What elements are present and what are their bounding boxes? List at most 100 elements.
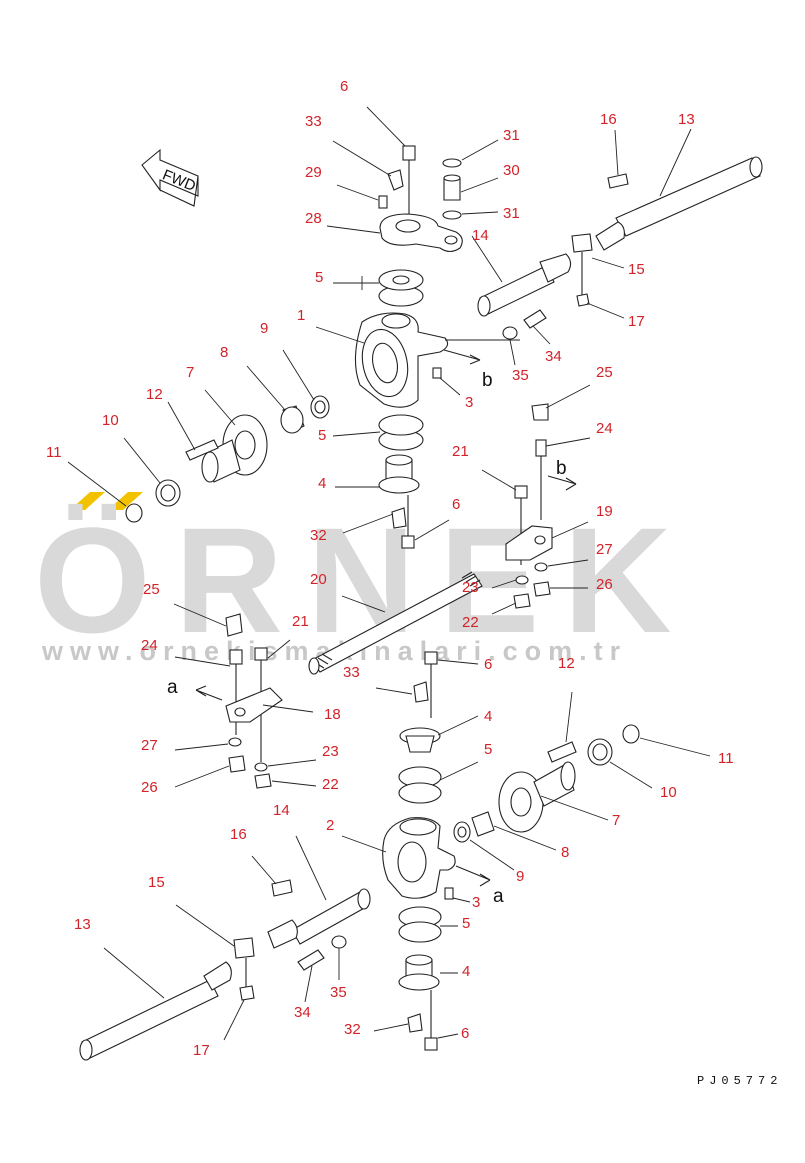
- tee-15-lower: [175, 904, 255, 990]
- washer-27-left: [174, 737, 242, 751]
- label-24: 24: [141, 637, 158, 654]
- watermark: ÖRNEK www.ornekismakinalari.com.tr: [34, 492, 696, 666]
- label-5: 5: [462, 915, 470, 932]
- label-32: 32: [344, 1021, 361, 1038]
- kingpin-4-lower-bottom: [398, 954, 458, 991]
- shims-5-middle: [332, 414, 424, 451]
- tie-rod-end-14-lower: [267, 835, 371, 949]
- pin-29: [336, 184, 388, 209]
- shims-5-upper: [333, 269, 424, 307]
- washer-31-lower: [442, 210, 499, 220]
- label-8: 8: [561, 844, 569, 861]
- label-25: 25: [143, 581, 160, 598]
- seal-9-lower: [453, 821, 515, 871]
- label-6: 6: [461, 1025, 469, 1042]
- label-9: 9: [260, 320, 268, 337]
- label-14: 14: [472, 227, 489, 244]
- label-5: 5: [484, 741, 492, 758]
- label-16: 16: [230, 826, 247, 843]
- tie-rod-13-lower: [79, 947, 232, 1061]
- label-19: 19: [596, 503, 613, 520]
- knuckle-2: [341, 817, 491, 899]
- label-1: 1: [297, 307, 305, 324]
- nut-26-right: [533, 581, 588, 597]
- label-5: 5: [318, 427, 326, 444]
- bushing-8-lower: [471, 811, 557, 851]
- label-32: 32: [310, 527, 327, 544]
- label-21: 21: [292, 613, 309, 630]
- view-letter-a-left: a: [167, 677, 178, 698]
- pin-24-left: [174, 649, 243, 735]
- label-12: 12: [558, 655, 575, 672]
- label-12: 12: [146, 386, 163, 403]
- label-11: 11: [718, 750, 734, 767]
- grease-fitting-33-lower: [375, 681, 429, 703]
- grease-fitting-32-lower: [373, 1013, 423, 1033]
- label-15: 15: [628, 261, 645, 278]
- label-22: 22: [462, 614, 479, 631]
- washer-31-upper: [442, 139, 499, 168]
- kingpin-4-upper: [335, 454, 420, 494]
- label-26: 26: [596, 576, 613, 593]
- label-18: 18: [324, 706, 341, 723]
- label-3: 3: [465, 394, 473, 411]
- seal-9-upper: [282, 349, 330, 419]
- washer-27-right: [534, 559, 589, 572]
- label-13: 13: [678, 111, 695, 128]
- bolt-6-top: [366, 106, 416, 215]
- label-21: 21: [452, 443, 469, 460]
- label-15: 15: [148, 874, 165, 891]
- label-7: 7: [612, 812, 620, 829]
- label-26: 26: [141, 779, 158, 796]
- nut-26-left: [174, 755, 246, 788]
- view-letter-b-right: b: [556, 458, 567, 479]
- tee-15-upper: [571, 233, 625, 295]
- bolt-6-lower-bottom: [424, 990, 459, 1051]
- label-8: 8: [220, 344, 228, 361]
- grease-fitting-25-left: [173, 603, 243, 637]
- cap-11-upper: [67, 461, 143, 523]
- label-4: 4: [462, 963, 470, 980]
- steering-arm-28: [326, 213, 463, 253]
- label-31: 31: [503, 205, 520, 222]
- nut-17-upper: [576, 293, 625, 319]
- label-16: 16: [600, 111, 617, 128]
- bolt-21-right: [481, 469, 528, 565]
- label-22: 22: [322, 776, 339, 793]
- label-29: 29: [305, 164, 322, 181]
- label-35: 35: [512, 367, 529, 384]
- label-11: 11: [46, 444, 62, 461]
- label-28: 28: [305, 210, 322, 227]
- label-5: 5: [315, 269, 323, 286]
- bolt-12-lower: [547, 691, 577, 763]
- bracket-18: [195, 685, 314, 723]
- bolt-34-lower: [297, 949, 325, 1003]
- tie-rod-13-upper: [595, 128, 763, 251]
- label-30: 30: [503, 162, 520, 179]
- fwd-arrow: FWD: [141, 148, 199, 207]
- kingpin-4-lower-top: [399, 715, 479, 753]
- label-31: 31: [503, 127, 520, 144]
- label-33: 33: [343, 664, 360, 681]
- label-13: 13: [74, 916, 91, 933]
- label-24: 24: [596, 420, 613, 437]
- grease-fitting-33-top: [332, 140, 404, 191]
- nut-22-left: [254, 773, 317, 789]
- label-2: 2: [326, 817, 334, 834]
- label-9: 9: [516, 868, 524, 885]
- bolt-21-left: [254, 639, 291, 762]
- watermark-brand: ÖRNEK: [34, 496, 696, 664]
- cap-11-lower: [622, 724, 711, 757]
- flange-7-upper: [201, 389, 268, 483]
- label-10: 10: [660, 784, 677, 801]
- nut-17-lower: [223, 985, 255, 1041]
- bolt-6-lower-top: [424, 651, 479, 718]
- label-23: 23: [462, 579, 479, 596]
- flange-7-lower: [498, 761, 609, 833]
- spacer-30: [443, 174, 499, 201]
- washer-23-left: [254, 759, 317, 772]
- bushing-10-lower: [587, 738, 653, 789]
- tie-rod-end-14-upper: [471, 235, 572, 317]
- label-7: 7: [186, 364, 194, 381]
